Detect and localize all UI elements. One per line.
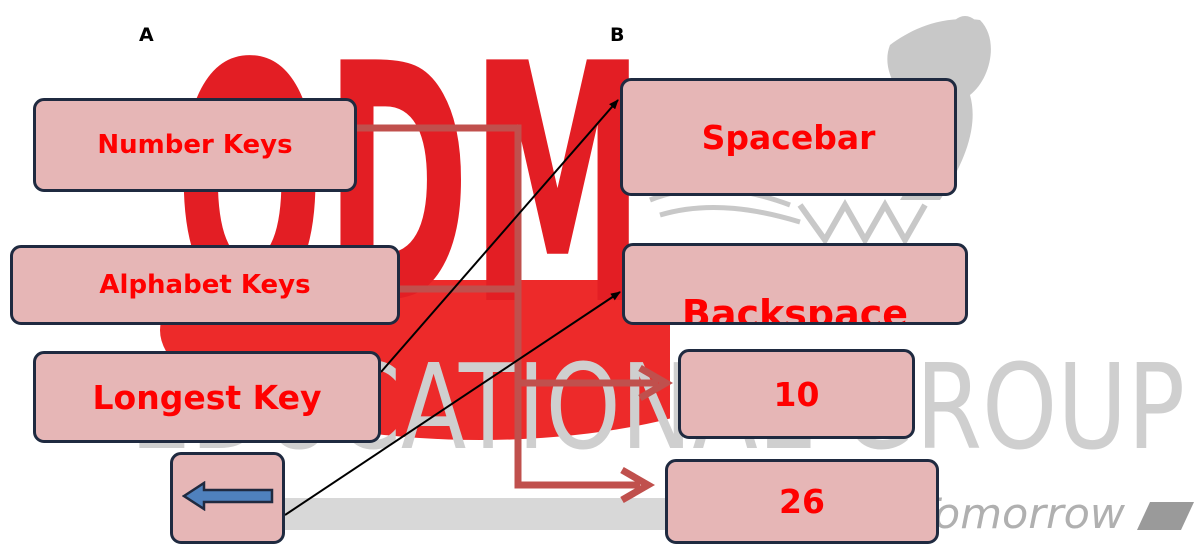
column-a-heading: A xyxy=(139,24,154,46)
connector-alphabet-keys-to-26 xyxy=(392,285,640,489)
box-ten: 10 xyxy=(678,349,915,439)
backspace-arrow-icon xyxy=(181,480,274,515)
box-alphabet-keys: Alphabet Keys xyxy=(10,245,400,325)
arrowhead-to-10 xyxy=(638,364,674,402)
box-number-keys: Number Keys xyxy=(33,98,357,192)
thick-connectors xyxy=(357,124,674,504)
column-b-heading: B xyxy=(610,24,625,46)
arrowhead-to-26 xyxy=(620,466,656,504)
box-backspace-label: Backspace xyxy=(681,292,909,325)
connector-arrow-icon-to-backspace xyxy=(284,291,621,516)
connector-longest-key-to-spacebar xyxy=(380,99,619,373)
box-ten-label: 10 xyxy=(773,374,820,414)
box-twenty-six-label: 26 xyxy=(779,482,825,521)
box-spacebar-label: Spacebar xyxy=(701,117,876,157)
box-twenty-six: 26 xyxy=(665,459,939,544)
box-backspace: Backspace xyxy=(622,243,968,325)
box-longest-key-label: Longest Key xyxy=(92,377,322,417)
box-backspace-arrow xyxy=(170,452,285,544)
box-number-keys-label: Number Keys xyxy=(97,130,293,160)
connector-number-keys-to-10 xyxy=(357,124,658,387)
box-longest-key: Longest Key xyxy=(33,351,381,443)
box-spacebar: Spacebar xyxy=(620,78,957,196)
box-alphabet-keys-label: Alphabet Keys xyxy=(99,270,311,300)
